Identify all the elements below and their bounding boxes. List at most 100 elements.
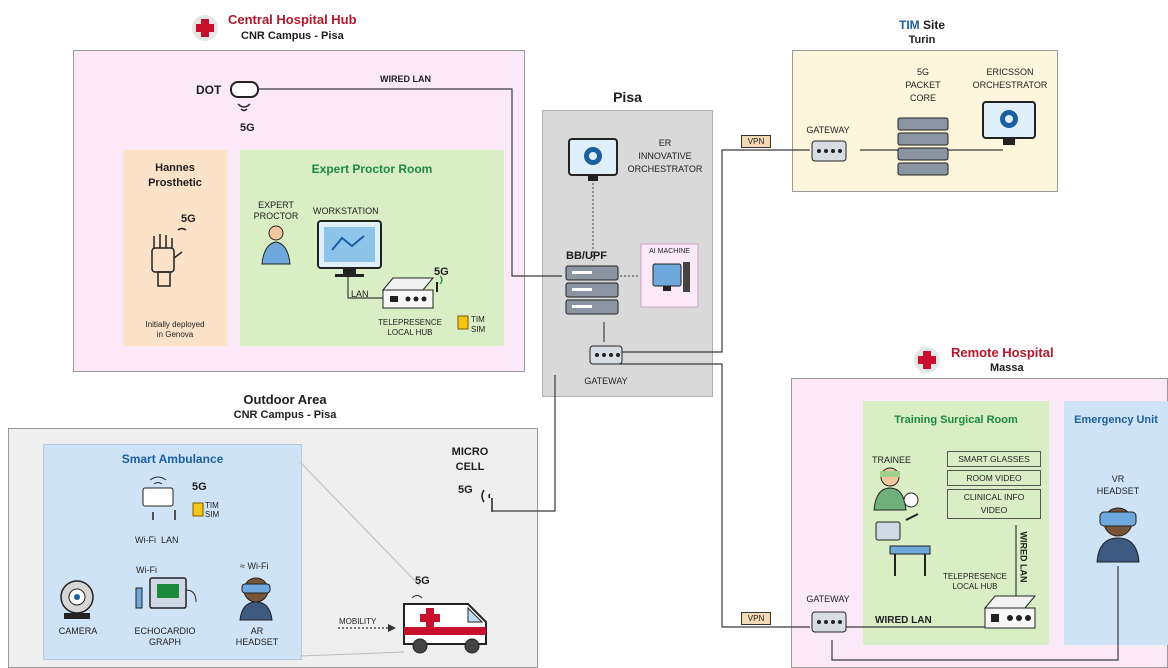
ericsson-orchestrator-icon: [982, 101, 1036, 145]
micro-cell-icon: [481, 489, 493, 512]
prosthetic-note-2: in Genova: [156, 330, 194, 339]
prosthetic-title-2: Prosthetic: [148, 177, 202, 189]
ambulance-router-icon: [142, 476, 176, 520]
pisa-title: Pisa: [613, 89, 642, 105]
ai-machine-label: AI MACHINE: [649, 248, 690, 255]
wired-lan-dot-link: [258, 88, 562, 277]
micro-cell-label-1: MICRO: [451, 446, 489, 458]
expert-sim-label-2: SIM: [471, 325, 486, 334]
ericsson-label-2: ORCHESTRATOR: [972, 80, 1048, 90]
sim-card-icon-expert: [457, 315, 469, 330]
pisa-to-tim-vpn-link: [619, 149, 810, 353]
ambulance-title: Smart Ambulance: [121, 452, 224, 466]
ar-label-1: AR: [250, 626, 264, 636]
emergency-unit-title: Emergency Unit: [1074, 414, 1158, 426]
dot-label: DOT: [196, 83, 222, 97]
gateway-icon-pisa: [589, 345, 623, 365]
er-orch-label-1: ER: [658, 138, 672, 148]
pisa-gateway-label: GATEWAY: [584, 376, 628, 386]
operating-table-icon: [875, 513, 931, 576]
ar-wifi-text: Wi-Fi: [247, 561, 269, 571]
echo-wifi-label: Wi-Fi: [136, 565, 157, 575]
echocardiograph-icon: [135, 577, 197, 609]
remote-hospital-title: Remote Hospital: [951, 345, 1054, 360]
smart-glasses-label: SMART GLASSES: [958, 454, 1030, 464]
echo-label-2: GRAPH: [148, 637, 181, 647]
expert-hub-label-2: LOCAL HUB: [387, 328, 433, 337]
wired-lan-label: WIRED LAN: [380, 74, 431, 84]
ar-label-2: HEADSET: [235, 637, 279, 647]
remote-hospital-subtitle: Massa: [990, 362, 1024, 374]
remote-wired-lan-label: WIRED LAN: [875, 615, 932, 626]
packet-core-server-icon: [897, 117, 949, 176]
ambulance-sim-2: SIM: [205, 510, 220, 519]
packet-core-label-1: 5G: [916, 67, 929, 77]
expert-sim-label-1: TIM: [471, 315, 485, 324]
tim-site-word: Site: [919, 18, 945, 32]
ar-headset-icon: [239, 577, 273, 621]
clinical-info-box: CLINICAL INFO VIDEO: [947, 489, 1041, 519]
remote-gateway-label: GATEWAY: [806, 594, 850, 604]
telepresence-hub-icon-expert: [381, 275, 443, 309]
packet-core-label-3: CORE: [909, 93, 936, 103]
expert-lan-label: LAN: [351, 289, 369, 299]
micro-cell-label-2: CELL: [455, 461, 485, 473]
outdoor-title: Outdoor Area: [243, 392, 327, 407]
training-room-title: Training Surgical Room: [894, 414, 1018, 426]
ericsson-label-1: ERICSSON: [986, 67, 1034, 77]
remote-hub-label-2: LOCAL HUB: [952, 582, 998, 591]
ambulance-sim-1: TIM: [205, 501, 219, 510]
remote-hub-label-1: TELEPRESENCE: [942, 572, 1008, 581]
prosthetic-5g: 5G: [181, 213, 196, 225]
workstation-monitor-icon: [317, 220, 382, 277]
tim-site-title: TIM Site: [872, 18, 972, 32]
pisa-to-remote-vpn-link: [619, 363, 810, 628]
gateway-icon-remote: [811, 611, 847, 633]
bbupf-server-icon: [565, 265, 619, 315]
prosthetic-note-1: Initially deployed: [145, 320, 205, 329]
smart-ambulance-area: [43, 444, 302, 660]
smart-glasses-box: SMART GLASSES: [947, 451, 1041, 467]
gateway-icon-tim: [811, 140, 847, 162]
er-orchestrator-icon: [568, 138, 618, 181]
hospital-cross-icon-remote: [914, 347, 940, 373]
telepresence-hub-icon-remote: [983, 595, 1037, 629]
expert-hub-label-1: TELEPRESENCE: [377, 318, 443, 327]
camera-icon: [60, 580, 94, 619]
expert-5g-label: 5G: [434, 266, 449, 278]
remote-vpn-badge: VPN: [741, 612, 771, 625]
clinical-info-label-2: VIDEO: [980, 505, 1008, 515]
remote-emergency-link: [831, 566, 1119, 661]
prosthetic-title-1: Hannes: [155, 162, 195, 174]
workstation-label: WORKSTATION: [313, 206, 379, 216]
camera-label: CAMERA: [58, 626, 98, 636]
trainee-label: TRAINEE: [872, 455, 912, 465]
room-video-label: ROOM VIDEO: [966, 473, 1022, 483]
sim-card-icon-ambulance: [192, 502, 204, 517]
micro-cell-5g: 5G: [458, 484, 473, 496]
dot-5g-label: 5G: [240, 122, 255, 134]
bbupf-label: BB/UPF: [566, 250, 607, 262]
er-orch-label-2: INNOVATIVE: [638, 151, 692, 161]
clinical-info-label-1: CLINICAL INFO: [963, 492, 1025, 502]
expert-room-title: Expert Proctor Room: [311, 162, 433, 176]
ambulance-wifi-lan: Wi-Fi LAN: [135, 535, 179, 545]
expert-proctor-label-2: PROCTOR: [253, 211, 299, 221]
central-hub-title: Central Hospital Hub: [228, 12, 357, 27]
packet-core-label-2: PACKET: [905, 80, 941, 90]
room-video-box: ROOM VIDEO: [947, 470, 1041, 486]
vr-headset-label-1: VR: [1111, 474, 1125, 484]
mobility-label: MOBILITY: [339, 617, 377, 626]
ambulance-zoom-lines: [299, 461, 421, 657]
tim-site-subtitle: Turin: [908, 34, 936, 46]
hospital-cross-icon-hub: [192, 15, 218, 41]
trainee-icon: [873, 467, 919, 511]
gateway-microcell-link: [493, 375, 556, 512]
ambulance-vehicle-5g: 5G: [415, 575, 430, 587]
ambulance-vehicle-icon: [403, 595, 487, 654]
central-hub-subtitle: CNR Campus - Pisa: [241, 30, 344, 42]
echo-label-1: ECHOCARDIO: [134, 626, 196, 636]
workstation-lan-link: [347, 275, 389, 299]
prosthetic-room: [123, 150, 227, 346]
